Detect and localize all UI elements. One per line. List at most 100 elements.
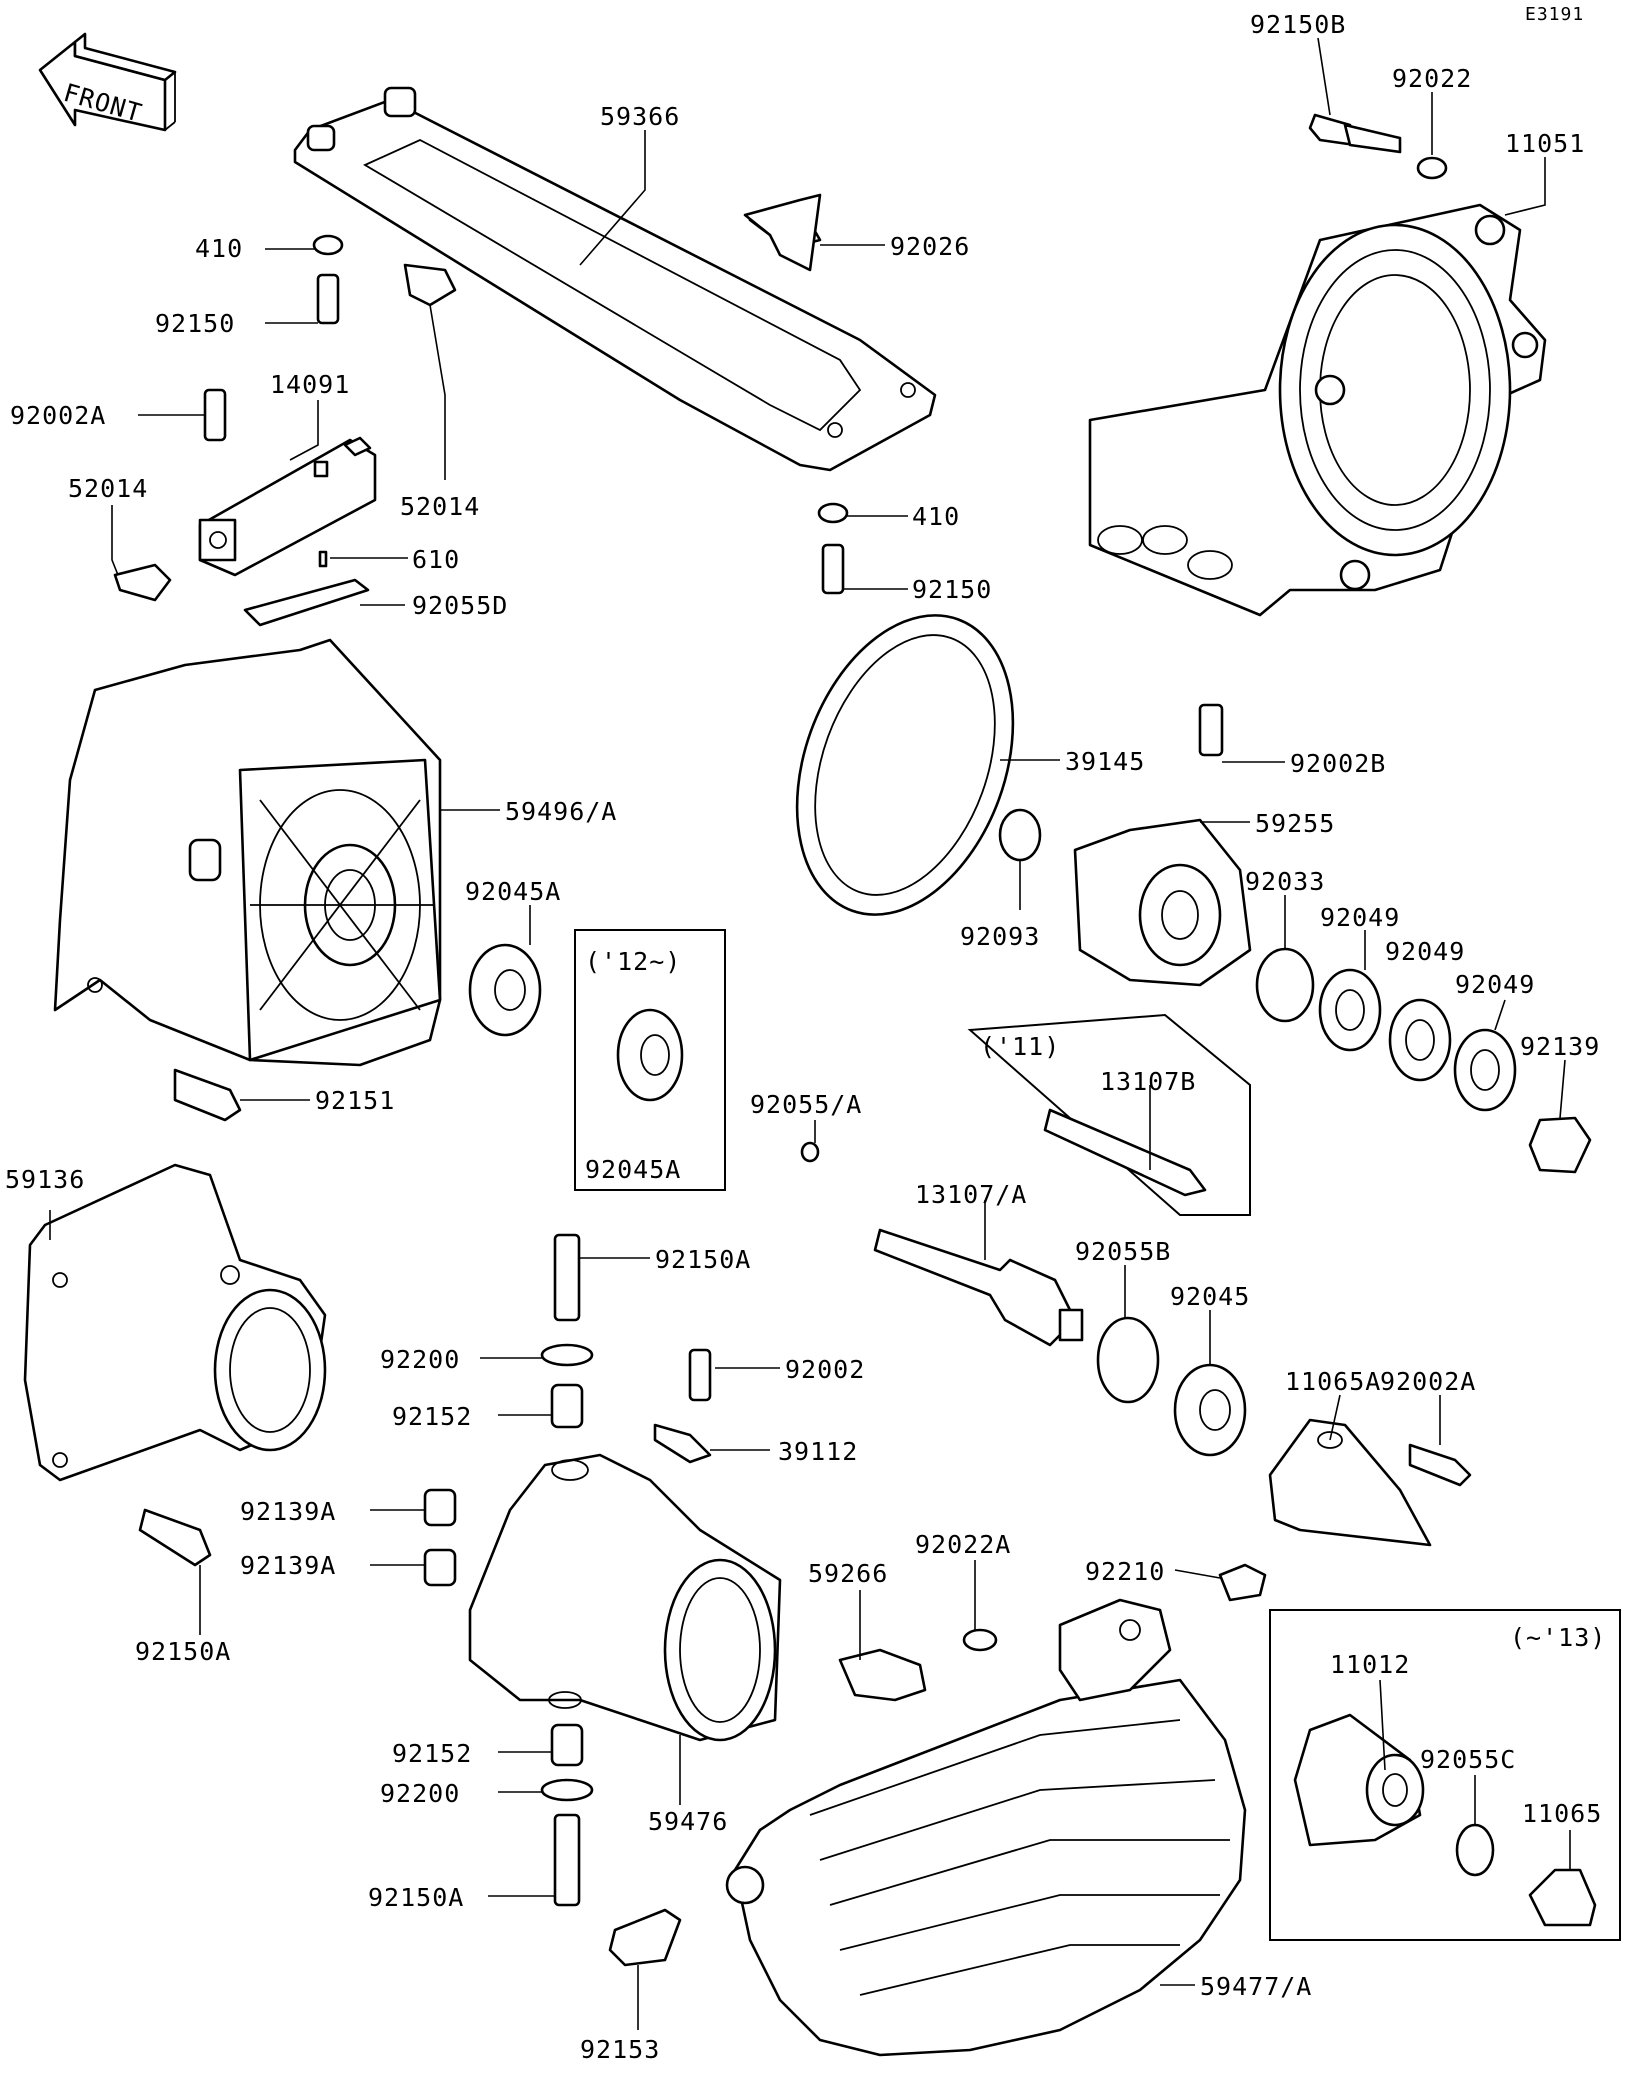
part-11051-pump-bracket xyxy=(1088,203,1547,617)
label-92033: 92033 xyxy=(1245,867,1325,896)
label-92002B: 92002B xyxy=(1290,749,1386,778)
label-92055A: 92055/A xyxy=(750,1090,862,1119)
part-14091-manifold xyxy=(198,436,377,577)
part-92055C-oring xyxy=(1455,1823,1495,1877)
part-92049-seal-b xyxy=(1388,998,1452,1082)
label-410-mid: 410 xyxy=(912,502,960,531)
part-39112-bracket xyxy=(653,1423,712,1464)
part-92151-bolt xyxy=(173,1068,242,1122)
part-92153-bolt xyxy=(608,1908,682,1967)
note-box-from-12 xyxy=(574,929,726,1191)
part-610-pin xyxy=(318,550,328,568)
label-14091: 14091 xyxy=(270,370,350,399)
part-92002A-bolt-right xyxy=(1408,1443,1472,1487)
label-92049-b: 92049 xyxy=(1385,937,1465,966)
label-59496A: 59496/A xyxy=(505,797,617,826)
label-92026: 92026 xyxy=(890,232,970,261)
label-92002A-top: 92002A xyxy=(10,401,106,430)
label-92022A: 92022A xyxy=(915,1530,1011,1559)
label-59366: 59366 xyxy=(600,102,680,131)
leader-lines xyxy=(49,37,1571,2030)
part-59477A-reverse-bucket xyxy=(725,1598,1247,2057)
part-92045A-bearing-box xyxy=(616,1008,684,1102)
part-92045A-bearing xyxy=(468,943,542,1037)
label-610: 610 xyxy=(412,545,460,574)
part-92150A-bolt-upper xyxy=(553,1233,581,1322)
label-13107B: 13107B xyxy=(1100,1067,1196,1096)
note-box-11 xyxy=(967,1013,1251,1216)
part-92139-collar xyxy=(1528,1116,1592,1174)
part-92045-bearing xyxy=(1173,1363,1247,1457)
part-13107B-shaft xyxy=(1043,1108,1207,1197)
part-92055A-oring xyxy=(800,1141,820,1163)
part-13107A-shaft xyxy=(873,1228,1084,1347)
label-92152-lower: 92152 xyxy=(392,1739,472,1768)
note-from-12: ('12~) xyxy=(585,947,681,976)
part-52014-fitting-right xyxy=(403,263,457,307)
label-92002: 92002 xyxy=(785,1355,865,1384)
part-59496A-pump-case xyxy=(53,638,442,1067)
label-59136: 59136 xyxy=(5,1165,85,1194)
part-92139A-collar-a xyxy=(423,1488,457,1527)
label-92210: 92210 xyxy=(1085,1557,1165,1586)
part-92150-bolt-top xyxy=(316,273,340,325)
label-92150B: 92150B xyxy=(1250,10,1346,39)
label-92151: 92151 xyxy=(315,1086,395,1115)
part-11065A-cone xyxy=(1268,1418,1432,1547)
label-92153: 92153 xyxy=(580,2035,660,2064)
part-92139A-collar-b xyxy=(423,1548,457,1587)
part-59136-housing xyxy=(23,1163,327,1482)
label-92049-c: 92049 xyxy=(1455,970,1535,999)
part-92200-washer-lower xyxy=(540,1778,594,1802)
part-59255-impeller xyxy=(1073,818,1252,987)
note-only-11: ('11) xyxy=(980,1032,1060,1061)
part-59476-nozzle xyxy=(468,1453,782,1742)
part-11065-cap xyxy=(1528,1868,1597,1927)
label-11012: 11012 xyxy=(1330,1650,1410,1679)
label-13107A: 13107/A xyxy=(915,1180,1027,1209)
label-92049-a: 92049 xyxy=(1320,903,1400,932)
label-92150-top: 92150 xyxy=(155,309,235,338)
label-92002A-right: 92002A xyxy=(1380,1367,1476,1396)
part-92055B-oring xyxy=(1096,1316,1160,1404)
label-59477A: 59477/A xyxy=(1200,1972,1312,2001)
part-59366-frame xyxy=(293,86,937,472)
label-11065A: 11065A xyxy=(1285,1367,1381,1396)
label-39112: 39112 xyxy=(778,1437,858,1466)
label-92152-upper: 92152 xyxy=(392,1402,472,1431)
part-92150-bolt-mid xyxy=(821,543,845,595)
label-59266: 59266 xyxy=(808,1559,888,1588)
part-39145-liner xyxy=(795,614,1015,916)
part-labels: 92150B 92022 11051 59366 92026 410 92150… xyxy=(5,10,1602,2064)
label-92139A-b: 92139A xyxy=(240,1551,336,1580)
front-arrow-icon: FRONT xyxy=(38,32,177,132)
label-39145: 39145 xyxy=(1065,747,1145,776)
part-92033-circlip xyxy=(1255,947,1315,1023)
label-92200-lower: 92200 xyxy=(380,1779,460,1808)
label-92200-upper: 92200 xyxy=(380,1345,460,1374)
diagram-code: E3191 xyxy=(1525,4,1584,25)
part-92022-washer xyxy=(1416,156,1448,180)
label-92055D: 92055D xyxy=(412,591,508,620)
part-410-washer-mid xyxy=(817,502,849,524)
part-92093-cap xyxy=(998,808,1042,862)
part-92002A-bolt-top xyxy=(203,388,227,442)
label-92055B: 92055B xyxy=(1075,1237,1171,1266)
label-11065: 11065 xyxy=(1522,1799,1602,1828)
label-59255: 59255 xyxy=(1255,809,1335,838)
label-92022: 92022 xyxy=(1392,64,1472,93)
label-410-top: 410 xyxy=(195,234,243,263)
part-92049-seal-a xyxy=(1318,968,1382,1052)
part-92150A-bolt-left xyxy=(138,1508,212,1567)
label-92150-mid: 92150 xyxy=(912,575,992,604)
part-92022A-washer xyxy=(962,1628,998,1652)
label-92055C: 92055C xyxy=(1420,1745,1516,1774)
label-92150A-left: 92150A xyxy=(135,1637,231,1666)
label-92139: 92139 xyxy=(1520,1032,1600,1061)
label-92045A-box: 92045A xyxy=(585,1155,681,1184)
note-box-until-13 xyxy=(1269,1609,1621,1941)
part-52014-fitting-left xyxy=(113,563,172,602)
part-92150B-bolt xyxy=(1308,113,1402,154)
part-92055D-gasket xyxy=(243,578,370,627)
